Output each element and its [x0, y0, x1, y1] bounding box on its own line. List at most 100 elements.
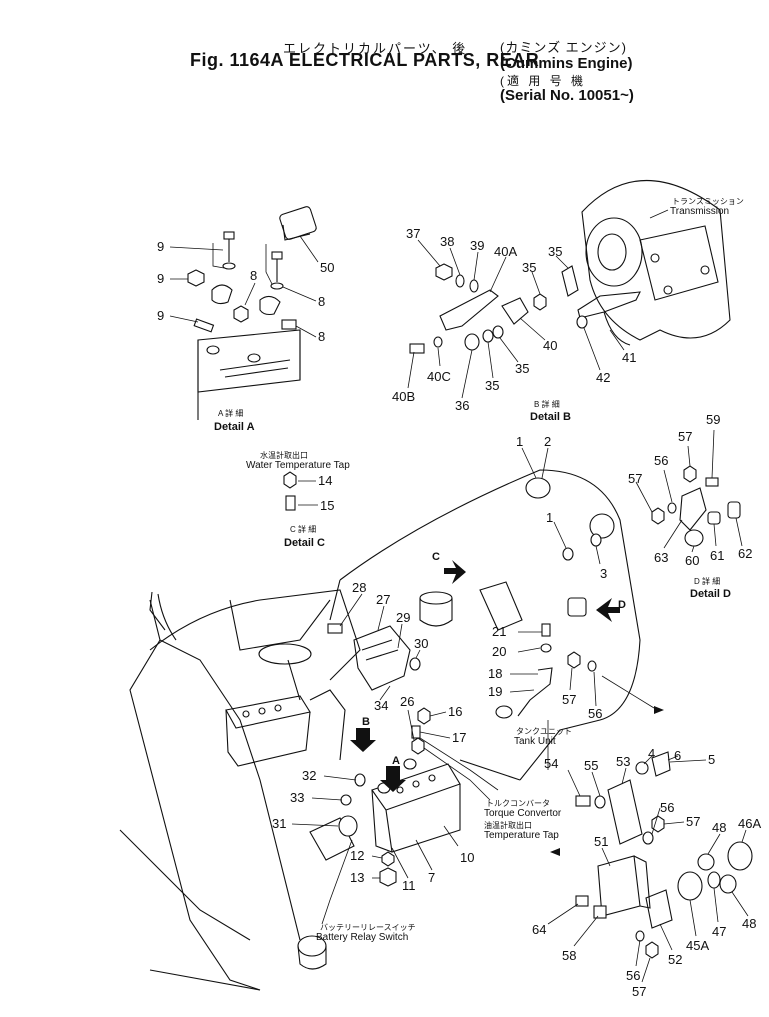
gauge-1b: [589, 513, 615, 539]
left-rail: [129, 599, 261, 991]
washer-40c: [433, 336, 443, 348]
lead-9a: [169, 246, 224, 251]
arrow-c-label: C: [432, 551, 440, 563]
lead-32: [323, 775, 357, 781]
callout-57: 57: [562, 692, 576, 707]
lead-34: [379, 685, 391, 701]
lead-16: [429, 711, 447, 717]
bolt-58: [593, 905, 607, 919]
callout-31: 31: [272, 816, 286, 831]
callout-13: 13: [350, 870, 364, 885]
cab-floor: [149, 589, 361, 681]
main-callouts: 1 2 1 3 28 27 29 30 34 21 20 18 19 57 56…: [272, 434, 761, 999]
horn-bracket-34: [353, 625, 411, 691]
horn-d: [567, 597, 587, 617]
battery-post-right: [247, 353, 261, 363]
upper-components-group: [327, 477, 615, 755]
tank-float: [495, 705, 513, 719]
callout-53: 53: [616, 754, 630, 769]
battery-post: [403, 758, 417, 770]
arrow-b: [350, 728, 376, 752]
detail-a-group: 9 9 9 8 8 8 50 A 詳 細 Detail A: [157, 206, 334, 433]
left-rail-inner: [159, 639, 301, 941]
left-battery-cap: [258, 707, 266, 715]
nut-57: [683, 465, 697, 483]
lead-53: [621, 767, 627, 785]
detail-c-group: 14 15 水温計取出口 Water Temperature Tap C 詳 細…: [246, 450, 350, 549]
lead-9c: [169, 315, 199, 323]
callout-50: 50: [320, 260, 334, 275]
callout-17: 17: [452, 730, 466, 745]
left-battery-top: [225, 695, 311, 729]
callout-18: 18: [488, 666, 502, 681]
callout-5: 5: [708, 752, 715, 767]
lower-plate: [119, 829, 261, 991]
callout-48: 48: [712, 820, 726, 835]
callout-27: 27: [376, 592, 390, 607]
nut-8: [233, 305, 249, 323]
lead-torque: [419, 737, 499, 791]
arrow-a: [380, 766, 406, 792]
spring-62: [727, 501, 741, 519]
nut-57d: [651, 815, 665, 833]
lead-19: [509, 689, 535, 693]
callout-14: 14: [318, 473, 332, 488]
callout-38: 38: [440, 234, 454, 249]
lead-52: [659, 923, 673, 951]
callout-4: 4: [648, 746, 655, 761]
lead-57e: [641, 957, 651, 983]
lead-58: [573, 915, 599, 947]
arrow-d: [596, 598, 620, 622]
callout-56: 56: [660, 800, 674, 815]
callout-7: 7: [428, 870, 435, 885]
battery-cap-row: [219, 359, 291, 378]
battery-edge: [197, 330, 301, 420]
lead-7: [415, 839, 433, 871]
callout-1: 1: [546, 510, 553, 525]
lead-60: [691, 545, 695, 553]
lead-51: [601, 847, 611, 867]
callout-8: 8: [318, 329, 325, 344]
transmission-label: Transmission: [670, 206, 729, 217]
lead-29: [397, 623, 403, 649]
lead-20: [517, 647, 541, 653]
bolt-28: [327, 623, 343, 634]
lead-62: [735, 517, 743, 547]
nut-26: [411, 737, 425, 755]
lead-1b: [553, 521, 567, 549]
gauge-48b: [719, 874, 737, 894]
callout-8: 8: [250, 268, 257, 283]
lead-33: [311, 797, 343, 801]
washer-8: [270, 282, 284, 290]
bolt-21: [541, 623, 551, 637]
left-battery-group: [225, 695, 311, 767]
nut-57b: [651, 507, 665, 525]
callout-56: 56: [626, 968, 640, 983]
bolt-54: [575, 795, 591, 807]
lead-42: [583, 327, 601, 371]
callout-11: 11: [402, 878, 416, 893]
nut-9: [187, 269, 205, 287]
lead-54: [567, 769, 581, 797]
callout-12: 12: [350, 848, 364, 863]
torque-convertor-label: Torque Convertor: [484, 808, 562, 819]
washer-20: [540, 643, 552, 653]
lead-4: [643, 755, 653, 765]
callout-40: 40: [543, 338, 557, 353]
lead-56b: [651, 807, 661, 835]
bracket-63: [679, 487, 707, 531]
lead-5: [669, 759, 707, 763]
callout-40b: 40B: [392, 389, 415, 404]
left-battery-cap: [242, 710, 250, 718]
transmission-boss-inner: [597, 233, 627, 271]
bolt-9-head: [223, 231, 235, 240]
tank-unit-bracket: [479, 581, 523, 631]
lead-30: [415, 649, 421, 659]
nut-35c: [492, 325, 504, 339]
callout-63: 63: [654, 550, 668, 565]
callout-58: 58: [562, 948, 576, 963]
battery-post-left: [206, 345, 220, 355]
terminal-cover-side: [282, 224, 311, 241]
bolt-9-lower: [193, 318, 215, 333]
